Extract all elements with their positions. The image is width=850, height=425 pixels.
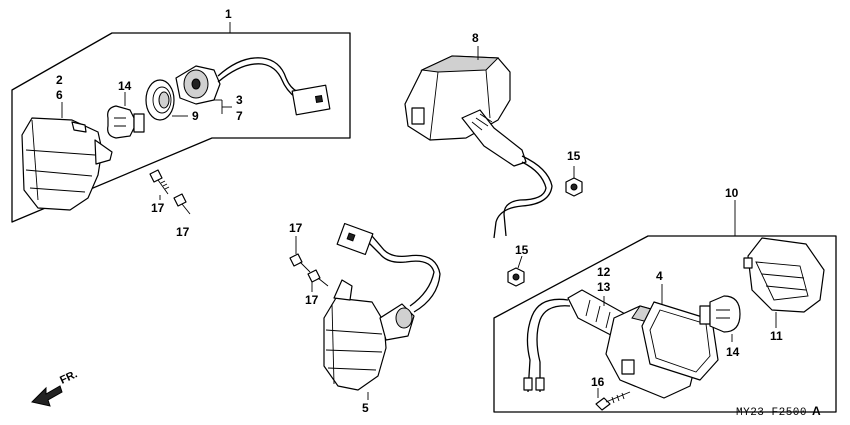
bulb-right xyxy=(699,295,741,333)
front-direction-label: FR. xyxy=(58,368,79,386)
callout-17-c: 17 xyxy=(289,221,303,235)
screw-17-d xyxy=(307,269,329,287)
callout-14-right: 14 xyxy=(726,345,740,359)
callout-12: 12 xyxy=(597,265,611,279)
screw-17-b xyxy=(173,193,191,215)
callout-10: 10 xyxy=(725,186,739,200)
assembly-10-frame xyxy=(493,235,837,413)
callout-1: 1 xyxy=(225,7,232,21)
callout-7: 7 xyxy=(236,109,243,123)
callout-6: 6 xyxy=(56,88,63,102)
socket-gasket xyxy=(145,79,175,121)
front-direction-arrow-icon xyxy=(31,385,63,407)
callout-14-left: 14 xyxy=(118,79,132,93)
nut-15-upper xyxy=(565,177,583,197)
callout-5: 5 xyxy=(362,401,369,415)
callout-17-d: 17 xyxy=(305,293,319,307)
callout-16: 16 xyxy=(591,375,605,389)
diagram-code-suffix: A xyxy=(812,404,821,418)
callout-15-upper: 15 xyxy=(567,149,581,163)
bulb-left xyxy=(107,105,145,139)
screw-16 xyxy=(595,391,631,411)
callout-4: 4 xyxy=(656,269,663,283)
callout-9: 9 xyxy=(192,109,199,123)
nut-15-lower xyxy=(507,267,525,287)
callout-8: 8 xyxy=(472,31,479,45)
callout-11: 11 xyxy=(770,329,783,343)
screw-17-a xyxy=(149,169,170,195)
callout-17-b: 17 xyxy=(176,225,190,239)
diagram-code: MY23-F2500 xyxy=(736,407,807,419)
callout-13: 13 xyxy=(597,280,611,294)
turn-signal-front-assembly-5 xyxy=(323,222,441,391)
callout-17-a: 17 xyxy=(151,201,165,215)
screw-17-c xyxy=(289,253,311,273)
turn-signal-lens-front-left xyxy=(21,117,113,211)
bulb-socket-harness-left xyxy=(175,57,331,116)
callout-15-lower: 15 xyxy=(515,243,529,257)
callout-3: 3 xyxy=(236,93,243,107)
callout-2: 2 xyxy=(56,73,63,87)
turn-signal-lens-11 xyxy=(743,237,825,313)
assembly-1-frame xyxy=(11,32,351,223)
turn-signal-rear-assembly-8 xyxy=(404,55,553,239)
